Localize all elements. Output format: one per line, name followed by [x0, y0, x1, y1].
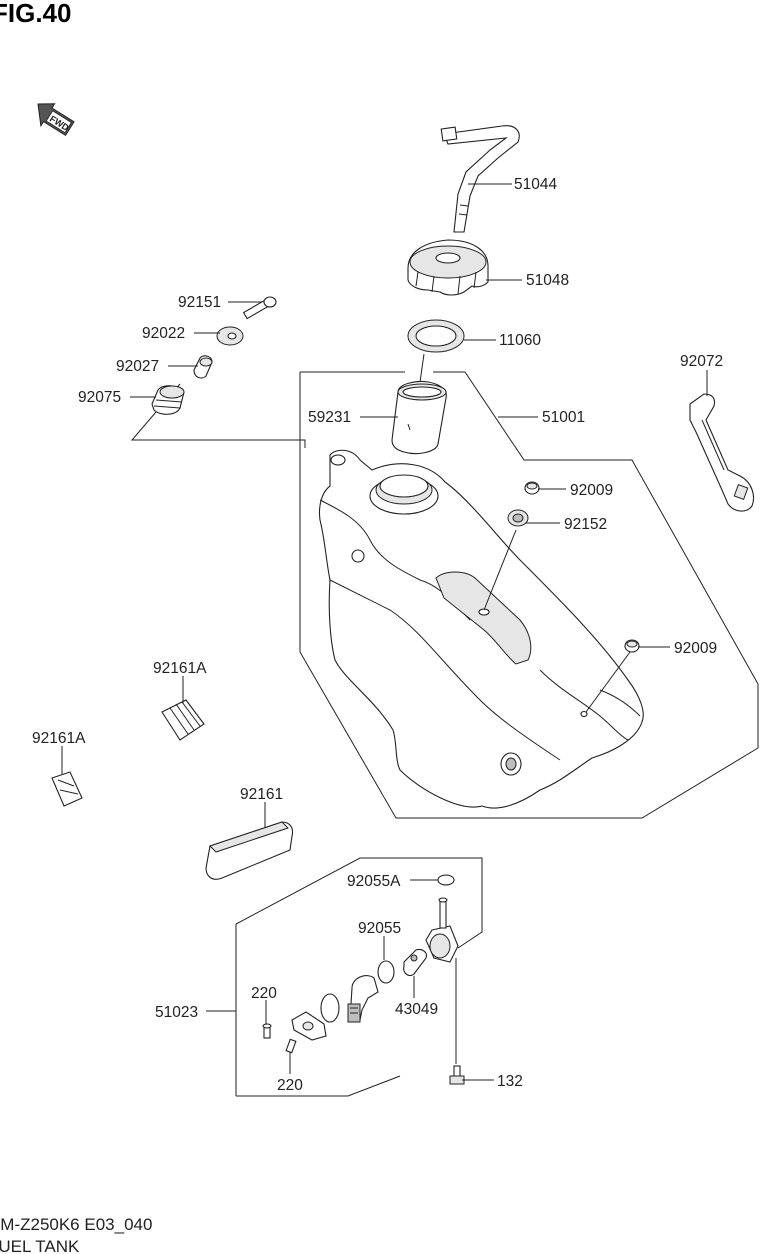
cap-gasket — [407, 319, 465, 353]
grommet-rear — [624, 639, 640, 653]
valve-plate — [291, 1011, 327, 1041]
part-label-92072[interactable]: 92072 — [680, 353, 723, 370]
mount-collar — [193, 355, 213, 379]
part-label-92027[interactable]: 92027 — [116, 358, 159, 375]
part-label-51044[interactable]: 51044 — [514, 176, 557, 193]
part-label-51023[interactable]: 51023 — [155, 1004, 198, 1021]
fuel-strainer — [347, 975, 379, 1023]
breather-hose — [440, 125, 520, 233]
part-label-92009-upper[interactable]: 92009 — [570, 482, 613, 499]
tank-strap — [689, 393, 755, 512]
part-label-220-upper[interactable]: 220 — [251, 985, 277, 1002]
part-label-220-lower[interactable]: 220 — [277, 1077, 303, 1094]
leader-lines — [61, 183, 708, 1081]
grommet-top — [524, 481, 540, 495]
group-outline-tank — [299, 371, 759, 819]
fuel-filter — [391, 380, 447, 455]
part-label-51001[interactable]: 51001 — [542, 409, 585, 426]
footer-caption: FUEL TANK — [0, 1237, 80, 1254]
part-label-92151[interactable]: 92151 — [178, 294, 221, 311]
part-label-92075[interactable]: 92075 — [78, 389, 121, 406]
oring-92055a — [437, 874, 455, 886]
part-label-92152[interactable]: 92152 — [564, 516, 607, 533]
fwd-arrow-icon: FWD — [37, 103, 75, 137]
part-label-132[interactable]: 132 — [497, 1073, 523, 1090]
part-label-92022[interactable]: 92022 — [142, 325, 185, 342]
screw-220-upper — [262, 1023, 272, 1039]
part-label-11060[interactable]: 11060 — [499, 332, 541, 349]
part-label-92055[interactable]: 92055 — [358, 920, 401, 937]
part-label-51048[interactable]: 51048 — [526, 272, 569, 289]
part-label-92161a-upper[interactable]: 92161A — [153, 660, 207, 677]
valve-lever — [403, 948, 427, 977]
pad-92161a-lower — [51, 771, 83, 807]
part-label-92055a[interactable]: 92055A — [347, 873, 401, 890]
mount-cushion — [151, 385, 185, 415]
footer-model-code: RM-Z250K6 E03_040 — [0, 1215, 152, 1234]
fuel-valve — [425, 897, 459, 963]
grommet-nut — [507, 509, 529, 527]
mount-bolt — [242, 296, 277, 320]
part-label-92161a-lower[interactable]: 92161A — [32, 730, 86, 747]
part-label-92161[interactable]: 92161 — [240, 786, 283, 803]
pad-92161 — [205, 821, 294, 880]
part-label-43049[interactable]: 43049 — [395, 1001, 438, 1018]
part-label-59231[interactable]: 59231 — [308, 409, 351, 426]
tank-cap — [407, 239, 489, 296]
pad-92161a-upper — [161, 699, 205, 741]
oring-strainer — [320, 993, 340, 1023]
figure-title: FIG.40 — [0, 0, 71, 28]
mount-washer — [216, 326, 244, 346]
group-outline-petcock — [235, 857, 483, 1096]
drain-bolt — [449, 1065, 465, 1085]
screw-220-lower — [285, 1038, 297, 1054]
group-outline-petcock-base — [236, 1075, 401, 1097]
oring-92055 — [377, 960, 395, 984]
part-label-92009-lower[interactable]: 92009 — [674, 640, 717, 657]
fuel-tank — [318, 449, 644, 809]
